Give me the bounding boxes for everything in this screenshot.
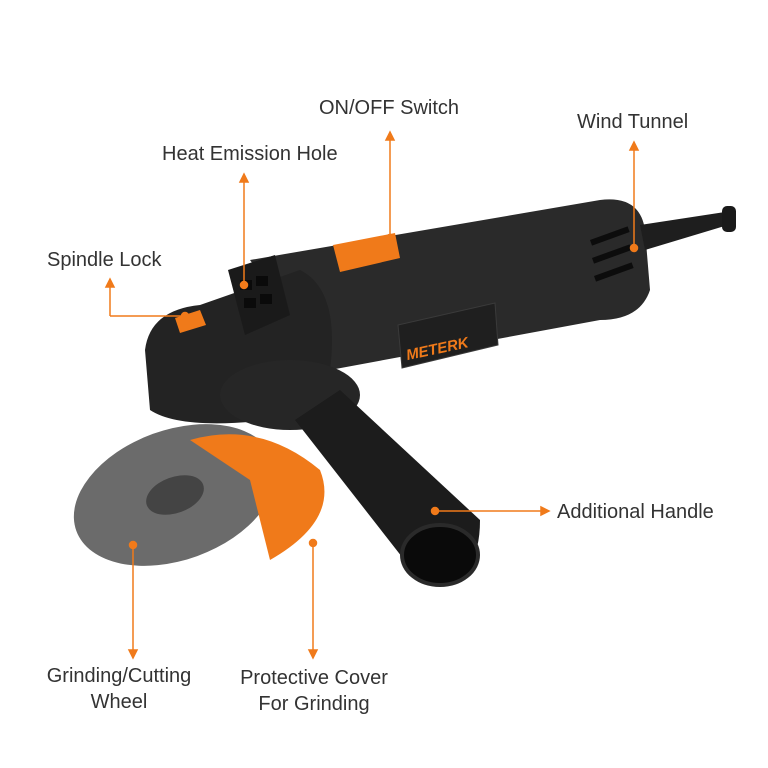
label-onoff-switch: ON/OFF Switch	[319, 97, 460, 119]
label-line: Grinding/Cutting	[46, 665, 192, 687]
label-line: For Grinding	[258, 693, 370, 715]
label-grinding-wheel: Grinding/Cutting Wheel	[38, 663, 200, 715]
label-line: Protective Cover	[240, 667, 388, 689]
label-spindle-lock: Spindle Lock	[47, 249, 162, 271]
label-wind-tunnel: Wind Tunnel	[577, 111, 689, 133]
label-protective-cover: Protective Cover For Grinding	[234, 665, 394, 717]
label-additional-handle: Additional Handle	[557, 501, 714, 523]
label-line: Wheel	[90, 691, 148, 713]
label-heat-emission-hole: Heat Emission Hole	[162, 143, 338, 165]
